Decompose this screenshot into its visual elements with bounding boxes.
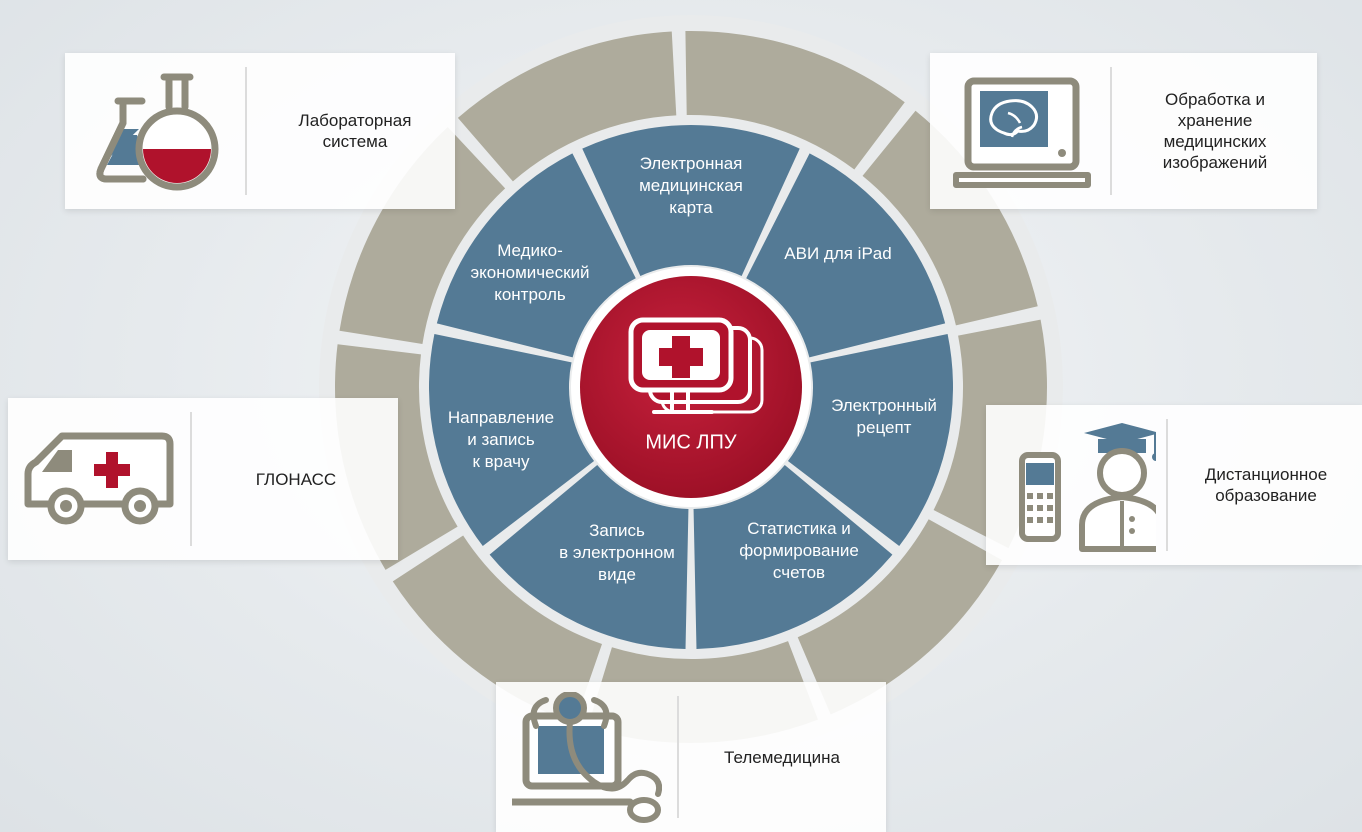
segment-stats[interactable] <box>693 465 893 649</box>
medical-monitor-icon <box>628 317 764 414</box>
card-label-glonass: ГЛОНАСС <box>255 469 337 489</box>
card-divider <box>245 67 247 195</box>
segment-zapis[interactable] <box>489 465 689 649</box>
card-glonass[interactable]: ГЛОНАСС <box>8 398 398 560</box>
segment-mek[interactable] <box>436 153 636 358</box>
card-divider <box>190 412 192 546</box>
outer-ring-segment <box>392 535 602 724</box>
segments <box>429 125 954 649</box>
outer-ring-segment <box>797 519 1003 715</box>
card-divider <box>1110 67 1112 195</box>
lab-flasks-icon <box>96 73 219 191</box>
center-label: МИС ЛПУ <box>645 431 737 454</box>
card-divider <box>677 696 679 818</box>
segment-emk[interactable] <box>582 125 800 276</box>
monitor-brain-icon <box>953 77 1091 188</box>
outer-ring-segment <box>339 127 506 344</box>
outer-ring <box>335 31 1047 743</box>
card-divider <box>1166 419 1168 551</box>
card-telemed[interactable]: Телемедицина <box>496 682 886 832</box>
outer-ring-segment <box>685 31 905 170</box>
segment-napr[interactable] <box>429 334 595 547</box>
ambulance-icon <box>24 432 174 525</box>
segment-recipe[interactable] <box>787 334 954 547</box>
segment-label-avi[interactable]: АВИ для iPad <box>784 244 892 263</box>
outer-ring-segment <box>457 31 677 182</box>
monitor-stethoscope-icon <box>512 692 662 823</box>
card-label-telemed: Телемедицина <box>724 747 840 767</box>
outer-ring-segment <box>862 110 1038 326</box>
graduate-phone-icon <box>1019 423 1156 552</box>
segment-avi[interactable] <box>746 153 946 358</box>
